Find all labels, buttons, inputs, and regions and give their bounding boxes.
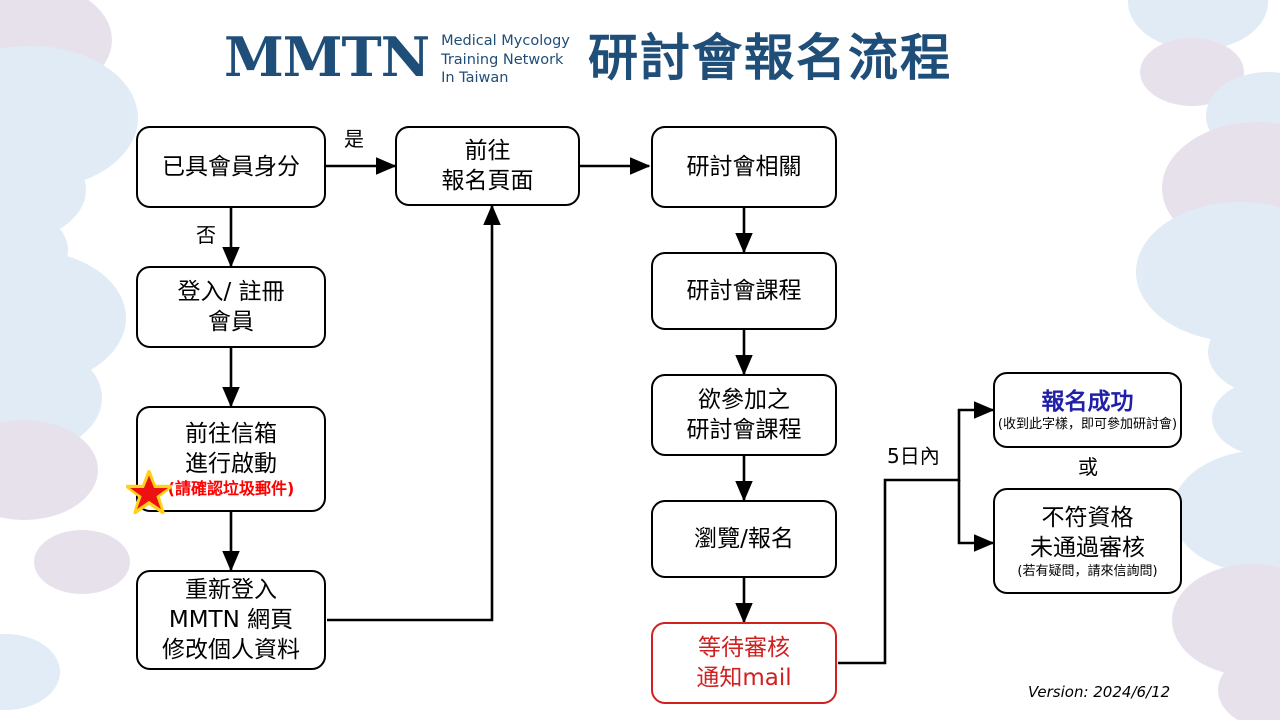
- node-desired-course[interactable]: 欲參加之 研討會課程: [651, 374, 837, 456]
- node-seminar-info[interactable]: 研討會相關: [651, 126, 837, 208]
- node-rejected-note: (若有疑問，請來信詢問): [1017, 563, 1158, 579]
- node-register-member[interactable]: 登入/ 註冊 會員: [136, 266, 326, 348]
- edge-label-or: 或: [1078, 455, 1098, 479]
- logo-tagline-line-3: In Taiwan: [441, 70, 509, 86]
- edge-label-yes: 是: [344, 127, 364, 151]
- logo-tagline-line-1: Medical Mycology: [441, 33, 570, 49]
- node-register-member-line-2: 會員: [208, 309, 254, 335]
- edge-relogin-to-signup-page: [327, 204, 501, 622]
- node-signup-page-line-1: 前往: [464, 138, 511, 164]
- node-activate-mail-line-1: 前往信箱: [185, 421, 277, 447]
- node-relogin-profile-line-3: 修改個人資料: [162, 637, 300, 663]
- node-rejected[interactable]: 不符資格 未通過審核 (若有疑問，請來信詢問): [993, 488, 1182, 594]
- logo-tagline-line-2: Training Network: [441, 51, 564, 68]
- version-label: Version: 2024/6/12: [1028, 683, 1171, 701]
- node-activate-mail-warning: (請確認垃圾郵件): [167, 479, 295, 498]
- node-desired-course-line-2: 研討會課程: [686, 417, 802, 443]
- node-member-check[interactable]: 已具會員身分: [136, 126, 326, 208]
- node-seminar-courses[interactable]: 研討會課程: [651, 252, 837, 330]
- red-star-icon: [126, 470, 172, 515]
- edge-label-within-5-days: 5日內: [887, 444, 940, 468]
- node-register-member-line-1: 登入/ 註冊: [177, 279, 285, 305]
- edge-await-to-rejected: [957, 480, 995, 552]
- node-rejected-line-1: 不符資格: [1041, 504, 1134, 531]
- node-await-review-line-1: 等待審核: [698, 635, 790, 661]
- node-await-review-line-2: 通知mail: [696, 665, 792, 691]
- mmtn-logo: MMTN Medical Mycology Training Network I…: [224, 30, 570, 88]
- node-browse-signup-line-1: 瀏覽/報名: [694, 526, 794, 552]
- node-relogin-profile-line-2: MMTN 網頁: [168, 607, 294, 633]
- node-activate-mail-line-2: 進行啟動: [185, 451, 277, 477]
- node-relogin-profile-line-1: 重新登入: [185, 577, 277, 603]
- node-seminar-info-line-1: 研討會相關: [686, 154, 802, 180]
- logo-tagline: Medical Mycology Training Network In Tai…: [441, 32, 570, 88]
- node-browse-signup[interactable]: 瀏覽/報名: [651, 500, 837, 578]
- node-signup-page-line-2: 報名頁面: [441, 168, 534, 194]
- edge-await-to-success: [838, 401, 995, 665]
- node-member-check-line-1: 已具會員身分: [162, 154, 300, 180]
- node-await-review[interactable]: 等待審核 通知mail: [651, 622, 837, 704]
- node-relogin-profile[interactable]: 重新登入 MMTN 網頁 修改個人資料: [136, 570, 326, 670]
- node-seminar-courses-line-1: 研討會課程: [686, 278, 802, 304]
- logo-wordmark: MMTN: [224, 25, 430, 89]
- node-activate-mail[interactable]: 前往信箱 進行啟動 (請確認垃圾郵件): [136, 406, 326, 512]
- node-success-headline: 報名成功: [1041, 388, 1134, 415]
- node-signup-page[interactable]: 前往 報名頁面: [395, 126, 580, 206]
- node-success-note: (收到此字樣，即可參加研討會): [997, 416, 1178, 432]
- slide-header: MMTN Medical Mycology Training Network I…: [0, 0, 1280, 115]
- page-title: 研討會報名流程: [588, 29, 952, 87]
- node-success[interactable]: 報名成功 (收到此字樣，即可參加研討會): [993, 372, 1182, 448]
- node-rejected-line-2: 未通過審核: [1030, 534, 1145, 561]
- node-desired-course-line-1: 欲參加之: [698, 387, 790, 413]
- edge-label-no: 否: [196, 223, 216, 247]
